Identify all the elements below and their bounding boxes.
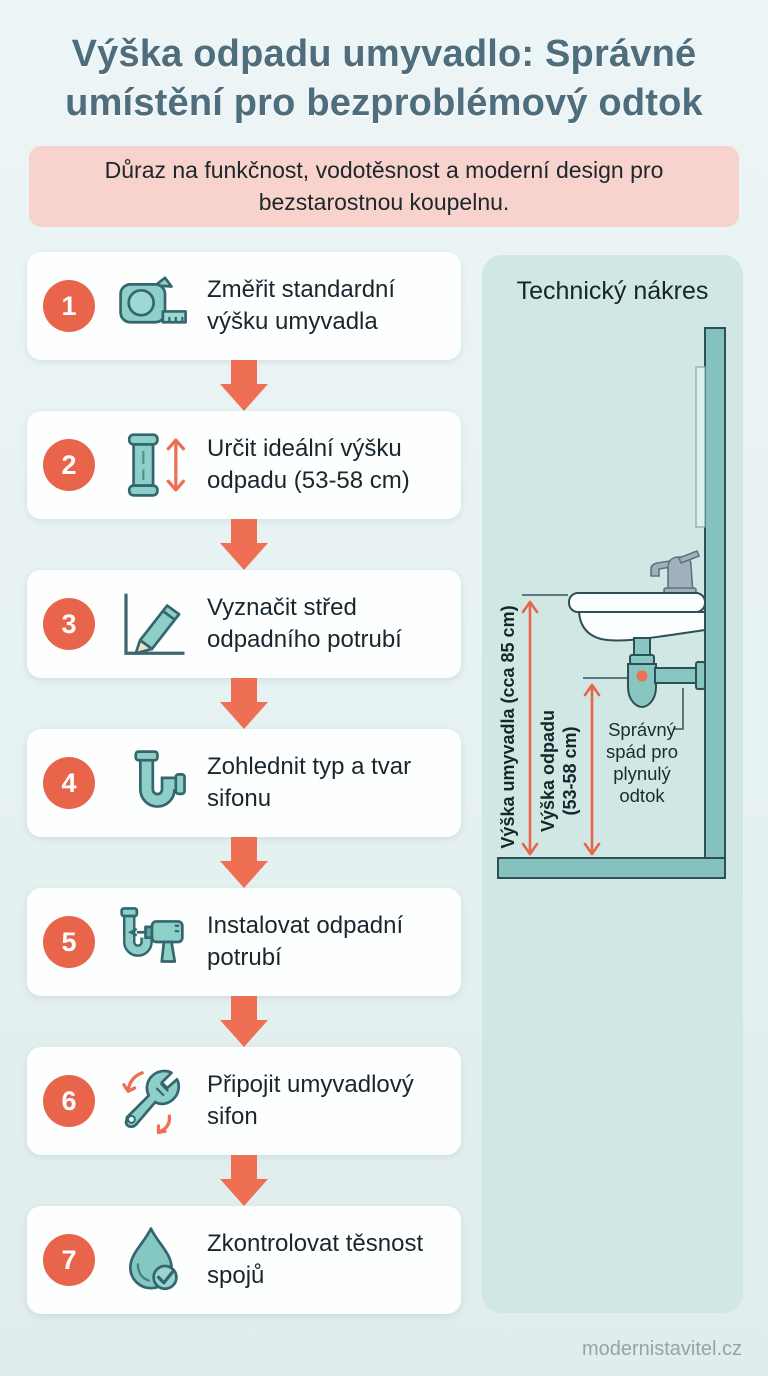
flow-arrow-down-icon <box>27 360 461 411</box>
step-card-6: 6 Připojit umyvadlový sifon <box>27 1047 461 1155</box>
slope-note-leader-line <box>674 688 684 730</box>
flow-arrow-down-icon <box>27 678 461 729</box>
step-card-4: 4 Zohlednit typ a tvar sifonu <box>27 729 461 837</box>
svg-text:odtok: odtok <box>619 785 665 806</box>
pipe-drill-icon <box>113 903 191 981</box>
siphon-icon <box>113 744 191 822</box>
step-number-badge: 4 <box>43 757 95 809</box>
step-card-1: 1 Změřit standardní výšku umyvadla <box>27 252 461 360</box>
flow-arrow-down-icon <box>27 519 461 570</box>
step-card-2: 2 Určit ideální výšku odpadu (53-58 cm) <box>27 411 461 519</box>
step-number-badge: 1 <box>43 280 95 332</box>
step-card-7: 7 Zkontrolovat těsnost spojů <box>27 1206 461 1314</box>
step-card-5: 5 Instalovat odpadní potrubí <box>27 888 461 996</box>
website-credit: modernistavitel.cz <box>581 1338 742 1360</box>
slope-note: Správný spád pro plynulý odtok <box>606 719 678 806</box>
drain-point-marker <box>636 670 648 682</box>
flow-arrow-down-icon <box>27 996 461 1047</box>
svg-text:spád pro: spád pro <box>606 741 678 762</box>
step-card-3: 3 Vyznačit střed odpadního potrubí <box>27 570 461 678</box>
step-label: Zkontrolovat těsnost spojů <box>207 1230 424 1289</box>
step-number-badge: 3 <box>43 598 95 650</box>
subtitle-banner: Důraz na funkčnost, vodotěsnost a modern… <box>29 146 739 227</box>
svg-text:plynulý: plynulý <box>613 763 671 784</box>
flow-arrow-down-icon <box>27 1155 461 1206</box>
step-number-badge: 6 <box>43 1075 95 1127</box>
flow-arrow-down-icon <box>27 837 461 888</box>
step-label: Změřit standardní výšku umyvadla <box>207 276 396 335</box>
svg-text:Správný: Správný <box>608 719 677 740</box>
wrench-icon <box>113 1062 191 1140</box>
floor <box>497 857 726 879</box>
technical-drawing-panel: Technický nákres <box>482 255 743 1313</box>
step-number-badge: 5 <box>43 916 95 968</box>
drain-height-label-line2: (53-58 cm) <box>560 726 580 815</box>
drain-pipe <box>654 667 700 684</box>
steps-list: 1 Změřit standardní výšku umyvadla 2 <box>27 252 461 1314</box>
sink-height-label: Výška umyvadla (cca 85 cm) <box>498 605 518 848</box>
sink-height-dimension-arrow <box>521 600 539 856</box>
drain-height-dimension-arrow <box>583 683 601 856</box>
faucet <box>650 549 701 594</box>
sink <box>568 592 706 642</box>
drop-check-icon <box>113 1221 191 1299</box>
step-label: Vyznačit střed odpadního potrubí <box>207 594 402 653</box>
step-label: Připojit umyvadlový sifon <box>207 1071 414 1130</box>
step-number-badge: 2 <box>43 439 95 491</box>
step-label: Instalovat odpadní potrubí <box>207 912 404 971</box>
subtitle-text: Důraz na funkčnost, vodotěsnost a modern… <box>104 157 664 215</box>
measuring-tape-icon <box>113 267 191 345</box>
wall <box>704 327 726 861</box>
step-label: Zohlednit typ a tvar sifonu <box>207 753 412 812</box>
step-label: Určit ideální výšku odpadu (53-58 cm) <box>207 435 410 494</box>
mirror <box>695 366 706 528</box>
pencil-mark-icon <box>113 585 191 663</box>
step-number-badge: 7 <box>43 1234 95 1286</box>
page-title: Výška odpadu umyvadlo: Správné umístění … <box>65 33 703 124</box>
panel-title: Technický nákres <box>516 277 709 305</box>
pipe-height-icon <box>113 426 191 504</box>
siphon-trap <box>627 637 706 709</box>
technical-drawing: Výška umyvadla (cca 85 cm) Výška odpadu … <box>497 327 726 879</box>
drain-height-label-line1: Výška odpadu <box>538 710 558 832</box>
